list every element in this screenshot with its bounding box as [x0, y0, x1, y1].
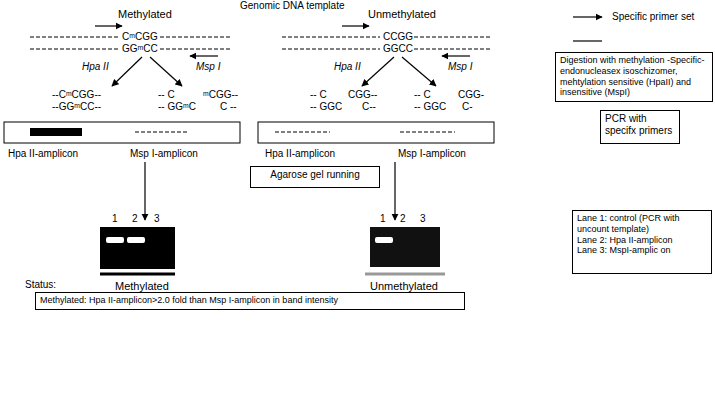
- box-text: Lane 2: Hpa II-amplicon: [577, 235, 707, 246]
- text-label: CCGG: [383, 31, 413, 43]
- gel-image: [370, 227, 440, 267]
- primer-arrow: [190, 55, 218, 56]
- text-label: C-: [462, 101, 473, 113]
- no-amplicon: [275, 132, 330, 133]
- box-text: Lane 3: MspI-amplic on: [577, 245, 707, 256]
- gel-band: [106, 237, 124, 243]
- dna-strand: [160, 49, 232, 50]
- dna-strand: [282, 37, 380, 38]
- legend-text: Specific primer set: [612, 11, 694, 22]
- text-label: -- C: [414, 89, 431, 101]
- digestion-arrow: [150, 57, 182, 86]
- dna-strand: [414, 37, 492, 38]
- dna-strand: [30, 49, 120, 50]
- text-label: Status:: [25, 279, 56, 291]
- amplicon-band: [30, 128, 82, 136]
- primer-arrow: [442, 55, 470, 56]
- text-label: -- GGᵐC: [158, 101, 196, 113]
- text-label: Hpa II-amplicon: [8, 148, 78, 160]
- digestion-arrows: [112, 57, 436, 86]
- text-label: -- C: [158, 89, 175, 101]
- text-label: CGG-: [458, 89, 484, 101]
- dna-strand: [282, 49, 380, 50]
- primer-arrow: [95, 25, 122, 26]
- digestion-arrow: [362, 57, 394, 86]
- process-box: Lane 1: control (PCR with uncount templa…: [572, 210, 712, 274]
- text-label: GGᵐCC: [122, 43, 158, 55]
- text-label: GGCC: [383, 43, 413, 55]
- text-label: ᵐCGG--: [203, 89, 238, 101]
- digestion-arrow: [112, 57, 142, 86]
- text-label: Msp I: [448, 61, 472, 73]
- text-label: Unmethylated: [370, 280, 438, 293]
- text-label: --GGᵐCC--: [52, 101, 101, 113]
- text-label: 3: [154, 213, 160, 225]
- text-label: Unmethylated: [368, 8, 436, 21]
- box-text: Agarose gel running: [255, 169, 375, 181]
- dna-strand: [414, 49, 492, 50]
- text-label: CGG--: [348, 89, 377, 101]
- dna-strands: [30, 37, 492, 49]
- digestion-arrow: [402, 57, 436, 86]
- box-text: PCR with specifx primers: [605, 113, 675, 137]
- dna-strand: [160, 37, 232, 38]
- flow-arrow: [144, 162, 145, 220]
- flow-arrow: [394, 162, 395, 220]
- text-label: 3: [420, 213, 426, 225]
- text-label: Genomic DNA template: [240, 0, 345, 12]
- text-label: -- C: [310, 89, 327, 101]
- status-bar: [100, 273, 175, 276]
- box-text: Digestion with methylation -Specific-end…: [560, 55, 708, 98]
- pcr-strip: [258, 122, 494, 143]
- process-box: Methylated: Hpa II-amplicon>2.0 fold tha…: [35, 292, 465, 310]
- text-label: C--: [362, 101, 376, 113]
- no-amplicon: [135, 132, 188, 133]
- text-label: C --: [220, 101, 237, 113]
- primer-arrows: [95, 26, 470, 56]
- gel-image: [100, 227, 175, 269]
- legend-line: [573, 40, 602, 41]
- text-label: --CᵐCGG--: [52, 89, 101, 101]
- text-label: Msp I-amplicon: [130, 148, 198, 160]
- process-box: PCR with specifx primers: [600, 110, 680, 144]
- text-label: Msp I: [196, 61, 220, 73]
- text-label: -- GGC: [414, 101, 446, 113]
- text-label: 1: [112, 213, 118, 225]
- box-text: Lane 1: control (PCR with uncount templa…: [577, 213, 707, 235]
- pcr-strip: [4, 122, 240, 143]
- primer-arrow: [342, 25, 369, 26]
- dna-strand: [30, 37, 120, 38]
- status-bar: [365, 273, 445, 276]
- text-label: Msp I-amplicon: [398, 148, 466, 160]
- no-amplicon: [400, 132, 455, 133]
- text-label: 2: [132, 213, 138, 225]
- box-text: Methylated: Hpa II-amplicon>2.0 fold tha…: [40, 295, 460, 306]
- process-box: Digestion with methylation -Specific-end…: [555, 52, 713, 102]
- legend-arrow: [573, 16, 602, 17]
- text-label: Methylated: [118, 8, 172, 21]
- text-label: Hpa II: [334, 61, 361, 73]
- process-box: Agarose gel running: [250, 166, 380, 188]
- text-label: 2: [400, 213, 406, 225]
- gel-band: [127, 237, 145, 243]
- text-label: Hpa II-amplicon: [265, 148, 335, 160]
- text-label: Methylated: [115, 280, 169, 293]
- text-label: CᵐCGG: [122, 31, 158, 43]
- gel-band: [375, 237, 393, 243]
- text-label: 1: [380, 213, 386, 225]
- text-label: Hpa II: [82, 61, 109, 73]
- text-label: -- GGC: [310, 101, 342, 113]
